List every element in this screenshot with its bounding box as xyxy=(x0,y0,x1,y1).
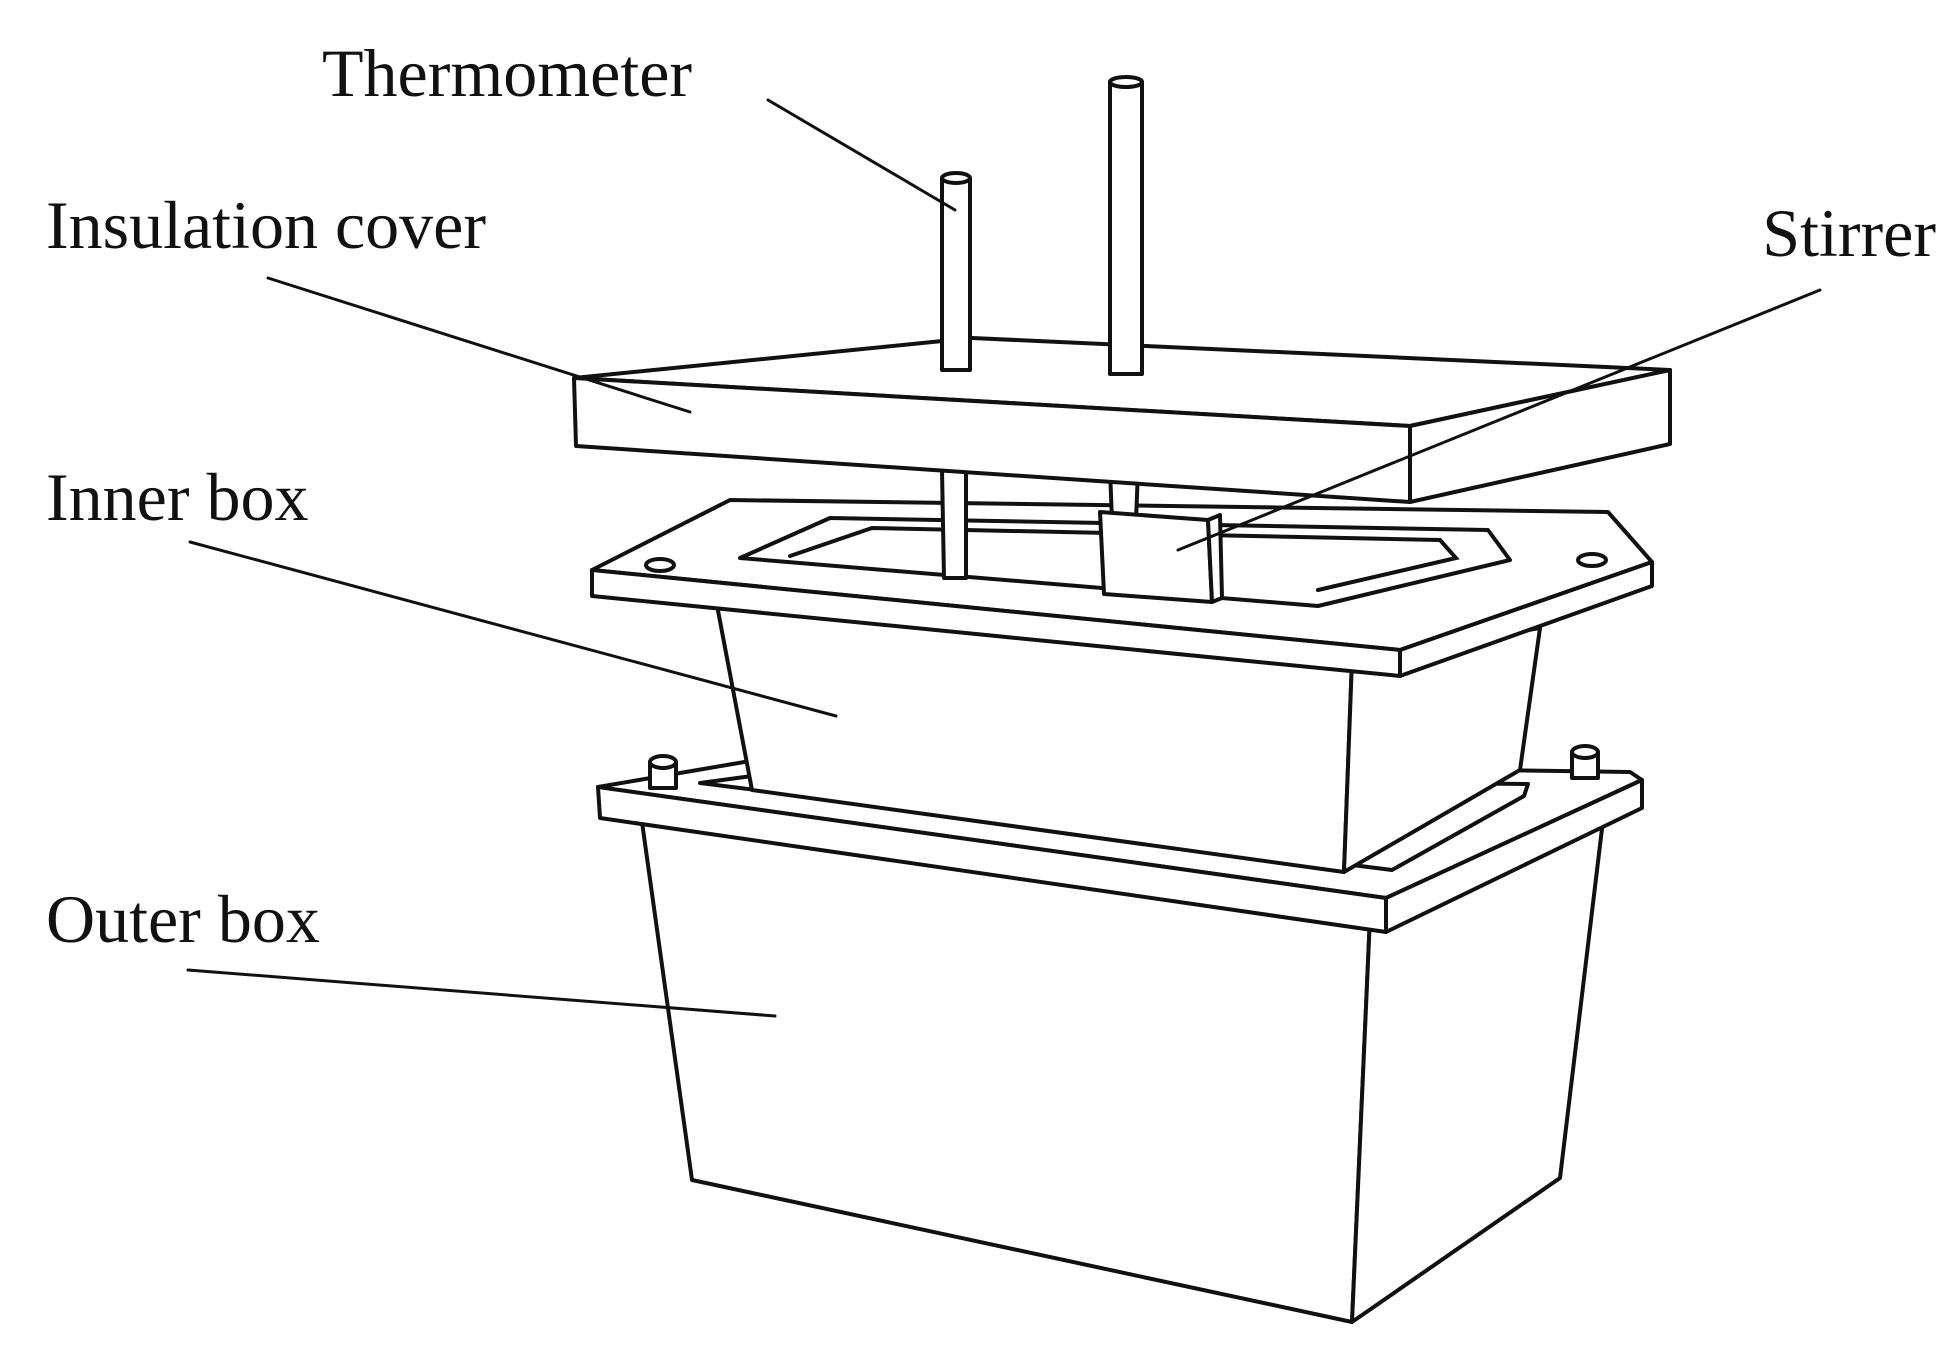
inner-box-leader-line xyxy=(188,540,838,718)
inner-box-flange-side xyxy=(1398,560,1654,678)
stirrer-paddle xyxy=(1098,510,1214,604)
inner-box-hole-left xyxy=(644,557,676,573)
inner-box-label: Inner box xyxy=(46,459,308,535)
thermometer-tube xyxy=(940,176,972,372)
outer-box-flange-side xyxy=(1384,778,1644,934)
thermometer-lower xyxy=(940,468,968,580)
insulation-cover-label: Insulation cover xyxy=(46,187,486,263)
stirrer-shaft xyxy=(1108,75,1144,376)
thermometer-leader-line xyxy=(766,98,957,212)
stirrer-paddle-side xyxy=(1206,513,1224,604)
outer-box-bolt-right xyxy=(1570,744,1600,780)
stirrer-leader-line xyxy=(1176,288,1822,552)
outer-box-leader-line xyxy=(186,968,777,1018)
stirrer-shaft-upper xyxy=(1108,80,1144,376)
thermometer-label: Thermometer xyxy=(322,35,692,111)
insulation-cover-leader-line xyxy=(266,276,692,414)
stirrer-label: Stirrer xyxy=(1762,195,1936,271)
thermometer xyxy=(940,171,972,372)
outer-box-bolt-left xyxy=(648,754,678,790)
insulation-cover-side xyxy=(1408,368,1672,504)
inner-box-hole-right xyxy=(1576,552,1608,568)
outer-box-label: Outer box xyxy=(46,881,320,957)
insulation-cover xyxy=(572,336,1672,504)
